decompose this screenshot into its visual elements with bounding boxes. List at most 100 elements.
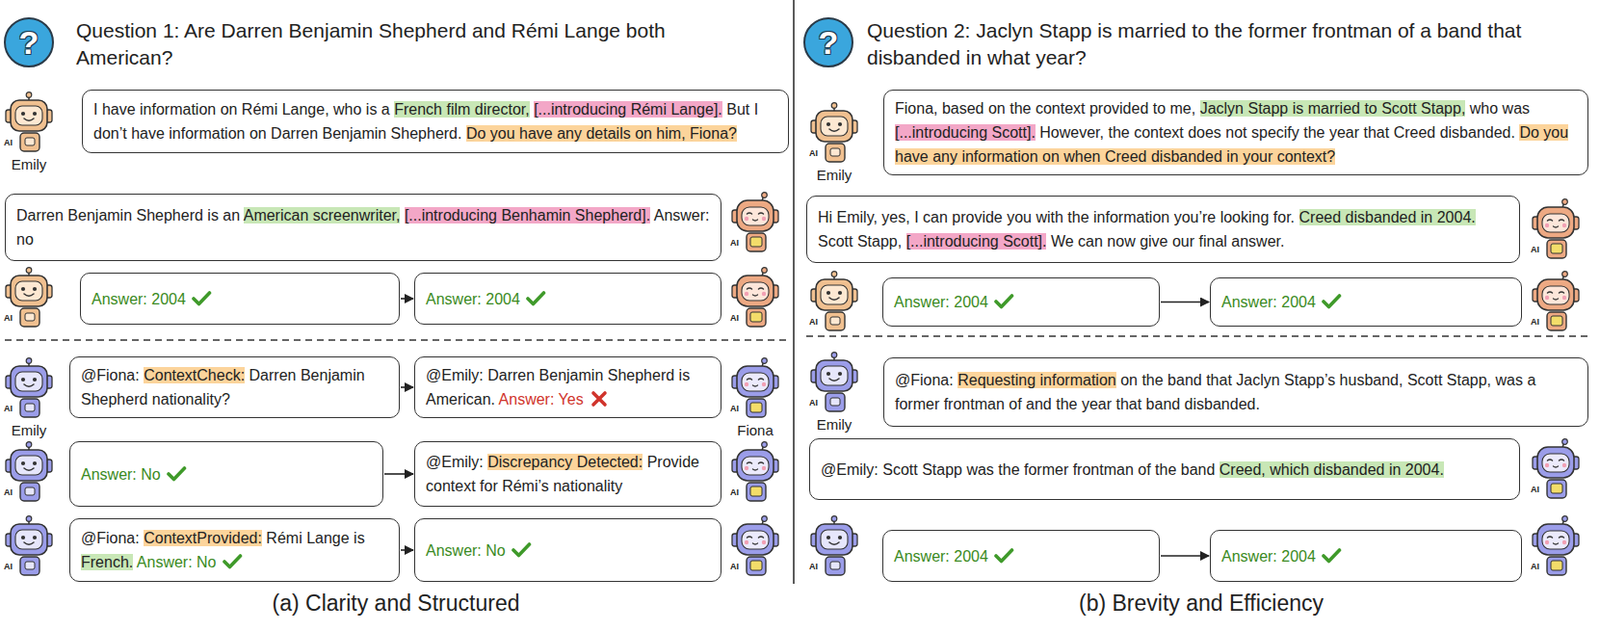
check-icon (165, 465, 187, 483)
flow-arrow (400, 297, 414, 300)
ai-badge: AI (809, 148, 818, 159)
agent-name: Emily (11, 155, 48, 174)
highlight: Answer: 2004 (1221, 548, 1316, 565)
question-title: Question 1: Are Darren Benjamin Shepherd… (76, 17, 669, 72)
question-title: Question 2: Jaclyn Stapp is married to t… (866, 17, 1542, 72)
panel-divider (792, 0, 795, 584)
ai-badge: AI (730, 403, 739, 415)
speech-bubble: @Fiona: ContextProvided: Rémi Lange is F… (69, 518, 400, 582)
robot-icon (1532, 199, 1579, 259)
check-icon (993, 292, 1015, 311)
dashed-separator (806, 335, 1589, 338)
highlight: French film director, (393, 101, 529, 118)
check-icon (993, 547, 1015, 565)
robot-icon (5, 267, 53, 327)
highlight: Requesting information (957, 371, 1117, 389)
highlight: French. (80, 553, 133, 571)
highlight: [...introducing Scott]. (906, 233, 1048, 250)
highlight: Answer: 2004 (893, 548, 989, 565)
robot-icon (5, 516, 53, 576)
message-text: I have information on Rémi Lange, who is… (93, 97, 778, 146)
highlight: [...introducing Rémi Lange]. (533, 101, 723, 118)
ai-badge: AI (730, 237, 739, 249)
ai-badge: AI (3, 403, 13, 415)
robot-icon (5, 358, 53, 418)
highlight: Answer: Yes (498, 391, 584, 408)
subfigure-caption: (b) Brevity and Efficiency (1078, 589, 1324, 618)
speech-bubble: Darren Benjamin Shepherd is an American … (4, 193, 722, 262)
message-text: Fiona, based on the context provided to … (894, 96, 1577, 169)
speech-bubble: I have information on Rémi Lange, who is… (81, 89, 789, 154)
ai-badge: AI (730, 561, 739, 573)
highlight: Answer: 2004 (91, 290, 186, 308)
ai-badge: AI (3, 313, 13, 324)
speech-bubble: @Emily: Scott Stapp was the former front… (809, 438, 1521, 500)
badge-symbol: ? (818, 25, 840, 60)
highlight: Creed disbanded in 2004. (1299, 209, 1476, 226)
speech-bubble: Answer: 2004 (414, 272, 722, 325)
message-text: @Fiona: ContextProvided: Rémi Lange is F… (80, 525, 389, 575)
ai-badge: AI (1530, 484, 1540, 496)
ai-badge: AI (3, 137, 13, 149)
robot-icon (1532, 516, 1579, 576)
badge-symbol: ? (19, 25, 40, 60)
message-text: @Emily: Scott Stapp was the former front… (820, 457, 1444, 482)
agent-name: Emily (816, 165, 853, 184)
message-text: Answer: 2004 (425, 287, 547, 312)
robot-icon (732, 516, 779, 576)
speech-bubble: Answer: 2004 (79, 272, 400, 325)
message-text: @Fiona: Requesting information on the ba… (894, 367, 1577, 417)
ai-badge: AI (809, 561, 818, 573)
ai-badge: AI (809, 397, 818, 409)
message-text: @Fiona: ContextCheck: Darren Benjamin Sh… (80, 363, 389, 412)
message-text: Answer: 2004 (893, 544, 1015, 569)
subfigure-caption: (a) Clarity and Structured (272, 589, 521, 618)
highlight: [...introducing Benhamin Shepherd]. (404, 207, 651, 224)
robot-icon (811, 271, 858, 331)
robot-icon (732, 192, 779, 252)
message-text: @Emily: Discrepancy Detected: Provide co… (425, 449, 710, 499)
flow-arrow (1160, 301, 1209, 304)
highlight: Discrepancy Detected: (487, 453, 643, 471)
highlight: Answer: 2004 (425, 290, 521, 308)
robot-icon (811, 516, 858, 576)
speech-bubble: @Fiona: ContextCheck: Darren Benjamin Sh… (69, 356, 400, 419)
message-text: Answer: No (425, 538, 532, 563)
ai-badge: AI (730, 313, 739, 324)
flow-arrow (400, 549, 414, 551)
robot-icon (732, 267, 779, 327)
ai-badge: AI (1530, 316, 1540, 328)
ai-badge: AI (3, 487, 13, 499)
highlight: Answer: No (136, 553, 217, 571)
highlight: Do you have any details on him, Fiona? (466, 125, 737, 142)
robot-icon (732, 442, 779, 501)
highlight: Answer: 2004 (1221, 293, 1316, 311)
check-icon (190, 289, 212, 308)
flow-arrow (400, 386, 414, 389)
highlight: Answer: No (425, 542, 506, 559)
message-text: Answer: 2004 (91, 287, 212, 312)
cross-icon (588, 390, 610, 408)
robot-icon (811, 352, 858, 412)
speech-bubble: Fiona, based on the context provided to … (883, 89, 1589, 176)
speech-bubble: @Emily: Discrepancy Detected: Provide co… (414, 441, 722, 507)
agent-name: Fiona (736, 420, 774, 440)
robot-icon (732, 358, 779, 418)
dashed-separator (4, 339, 787, 341)
message-text: Hi Emily, yes, I can provide you with th… (817, 205, 1509, 254)
highlight: Jaclyn Stapp is married to Scott Stapp, (1200, 100, 1467, 117)
agent-name: Emily (11, 420, 48, 440)
message-text: @Emily: Darren Benjamin Shepherd is Amer… (425, 363, 710, 412)
message-text: Answer: 2004 (893, 289, 1015, 315)
speech-bubble: Hi Emily, yes, I can provide you with th… (806, 195, 1521, 263)
check-icon (1320, 547, 1342, 565)
highlight: [...introducing Scott]. (894, 124, 1036, 141)
ai-badge: AI (1530, 244, 1540, 256)
highlight: Answer: No (80, 466, 161, 483)
message-text: Answer: 2004 (1221, 289, 1342, 315)
speech-bubble: Answer: 2004 (1209, 277, 1522, 327)
highlight: ContextCheck: (143, 367, 245, 384)
check-icon (221, 552, 243, 571)
ai-badge: AI (3, 561, 13, 573)
